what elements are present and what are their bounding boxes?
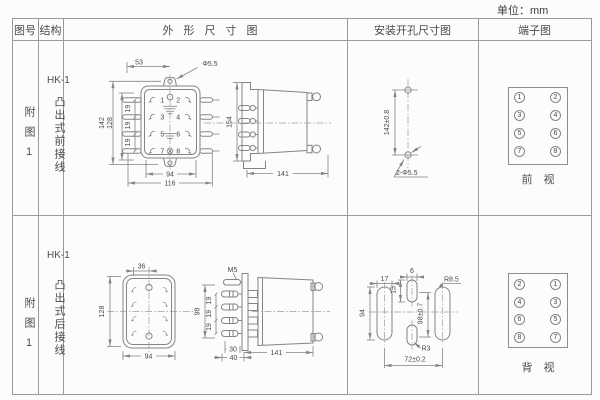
pin-number: 2	[176, 97, 180, 104]
dim-53: 53	[135, 60, 143, 67]
dim-r3: R3	[422, 346, 431, 353]
terminal-circle: 7	[514, 146, 525, 157]
dim-r85: R8.5	[444, 277, 459, 284]
pin-number: 7	[160, 148, 164, 155]
header-install: 安装开孔尺寸图	[374, 24, 451, 37]
pin-number: 5	[160, 131, 164, 138]
dim-128: 128	[107, 117, 114, 129]
dim-36: 36	[138, 264, 146, 271]
terminal-circle: 6	[550, 128, 561, 139]
side-view-rear: M5	[221, 267, 330, 351]
dim-98-07: 98±0.7	[418, 303, 425, 324]
model-row1: HK-1	[47, 75, 70, 86]
dim-19: 19	[206, 297, 213, 305]
terminal-circle: 8	[550, 146, 561, 157]
table-border-top	[12, 18, 592, 19]
header-fig-no: 图号	[14, 24, 36, 37]
terminal-circle: 5	[550, 314, 561, 325]
pin-number: 1	[160, 97, 164, 104]
dim-94: 94	[166, 172, 174, 179]
table-row-divider	[12, 215, 592, 216]
dim-phi55: Φ5.5	[202, 61, 217, 68]
terminal-circle: 3	[550, 297, 561, 308]
outline-drawing-front-wiring: 1 2 3 4 5 6 7 8 53 Φ5.5 142 128 19 19 19	[99, 60, 331, 188]
fig-label-row1: 附图1	[23, 106, 35, 167]
table-header-divider	[12, 40, 592, 41]
dim-19: 19	[125, 122, 132, 130]
terminal-circle: 5	[514, 128, 525, 139]
dim-2phi55: 2-Φ5.5	[396, 170, 418, 177]
dim-94: 94	[360, 309, 367, 317]
dim-30: 30	[229, 347, 237, 354]
model-row2: HK-1	[47, 250, 70, 261]
structure-row1: 凸出式前接线	[53, 96, 65, 174]
dim-19: 19	[206, 323, 213, 331]
table-col-divider-4	[478, 18, 479, 395]
terminal-circle: 1	[550, 279, 561, 290]
dim-116: 116	[164, 181, 175, 188]
dim-17: 17	[381, 276, 389, 283]
dim-154: 154	[227, 116, 234, 128]
terminal-diagram-row2	[508, 273, 568, 348]
fig-label-row2: 附图1	[23, 297, 35, 358]
dim-19: 19	[206, 310, 213, 318]
dim-141: 141	[277, 171, 289, 178]
pin-number: 4	[176, 114, 180, 121]
pin-number: 3	[160, 114, 164, 121]
pin-number: 8	[176, 148, 180, 155]
terminal-circle: 4	[550, 110, 561, 121]
core-symbol	[163, 105, 177, 139]
dim-6: 6	[410, 268, 414, 275]
structure-row2: 凸出式后接线	[53, 279, 65, 357]
unit-label: 单位：mm	[497, 5, 549, 17]
table-col-divider-3	[347, 18, 348, 395]
screw-symbol	[166, 147, 174, 155]
dim-142: 142	[99, 117, 106, 129]
terminal-circle: 3	[514, 110, 525, 121]
terminal-circle: 6	[514, 314, 525, 325]
terminal-diagram-row1	[508, 87, 568, 165]
front-view-pins	[122, 97, 220, 154]
terminal-circle: 8	[514, 332, 525, 343]
view-label-row2: 背 视	[521, 362, 555, 374]
dim-128: 128	[99, 306, 106, 318]
terminal-circle: 2	[550, 92, 561, 103]
terminal-circle: 1	[514, 92, 525, 103]
outline-drawing-rear-wiring: 36 128 94 M5 98 19	[99, 264, 330, 362]
terminal-circle: 2	[514, 279, 525, 290]
dim-19: 19	[125, 105, 132, 113]
table-border-right	[591, 18, 592, 395]
install-holes-row1: 142±0.8 2-Φ5.5	[384, 79, 428, 178]
header-terminal: 端子图	[518, 24, 551, 37]
pin-number: 6	[176, 131, 180, 138]
view-label-row1: 前 视	[521, 174, 555, 186]
table-col-divider-1	[38, 18, 39, 395]
install-holes-row2: 17 94 6 15 98±0.7 R8.5 R3 72±0.2	[360, 268, 461, 368]
dim-40: 40	[230, 355, 238, 362]
header-outline: 外形尺寸图	[162, 24, 268, 37]
table-border-left	[12, 18, 13, 395]
table-border-bottom	[12, 394, 592, 395]
dim-m5: M5	[228, 267, 238, 274]
side-view	[204, 82, 331, 169]
terminal-circle: 7	[550, 332, 561, 343]
dim-142-08: 142±0.8	[384, 110, 391, 135]
dim-19: 19	[125, 139, 132, 147]
terminal-circle: 4	[514, 297, 525, 308]
dim-15: 15	[391, 286, 398, 294]
header-structure: 结构	[39, 24, 62, 37]
dim-141: 141	[271, 350, 283, 357]
dim-72-02: 72±0.2	[404, 357, 425, 364]
dim-94: 94	[145, 354, 153, 361]
dim-98: 98	[195, 308, 202, 316]
table-col-divider-2	[63, 18, 64, 395]
